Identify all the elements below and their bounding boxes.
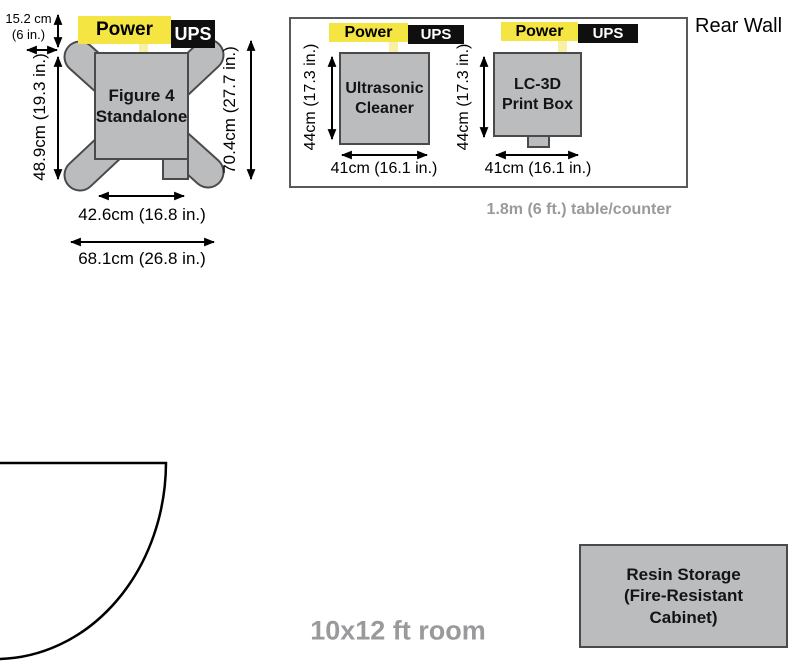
resin-storage-line1: Resin Storage bbox=[626, 565, 741, 585]
figure4-ups-badge: UPS bbox=[171, 20, 215, 48]
figure4-depth-label: 48.9cm (19.3 in.) bbox=[30, 53, 49, 181]
figure4-total-depth-label: 70.4cm (27.7 in.) bbox=[220, 46, 239, 174]
resin-storage-cabinet: Resin Storage (Fire-Resistant Cabinet) bbox=[579, 544, 788, 648]
cleaner-power-badge: Power bbox=[329, 23, 408, 42]
clearance-line1: 15.2 cm bbox=[5, 11, 52, 26]
figure4-power-cord bbox=[139, 40, 148, 54]
rear-wall-label: Rear Wall bbox=[695, 15, 783, 37]
cleaner-width-label: 41cm (16.1 in.) bbox=[330, 160, 438, 177]
table-counter-outline bbox=[289, 17, 688, 188]
figure4-label-line2: Standalone bbox=[95, 107, 188, 126]
printbox-label-line1: LC-3D bbox=[513, 75, 562, 93]
ultrasonic-cleaner-label: Ultrasonic Cleaner bbox=[345, 79, 423, 119]
cleaner-label-line1: Ultrasonic bbox=[345, 79, 424, 97]
figure4-width-label: 42.6cm (16.8 in.) bbox=[78, 205, 206, 224]
lc3d-print-box-label: LC-3D Print Box bbox=[502, 75, 573, 115]
figure4-total-width-label: 68.1cm (26.8 in.) bbox=[78, 249, 206, 268]
room-size-label: 10x12 ft room bbox=[310, 615, 486, 646]
printbox-height-label: 44cm (17.3 in.) bbox=[455, 43, 472, 151]
lc3d-print-box: LC-3D Print Box bbox=[493, 52, 582, 137]
cleaner-ups-badge: UPS bbox=[408, 25, 464, 44]
door-swing-arc bbox=[0, 461, 168, 661]
dimension-arrows bbox=[25, 13, 580, 247]
figure4-power-badge: Power bbox=[78, 16, 171, 44]
cleaner-label-line2: Cleaner bbox=[355, 99, 414, 117]
resin-storage-line2: (Fire-Resistant bbox=[623, 586, 744, 606]
figure4-label-line1: Figure 4 bbox=[108, 85, 175, 105]
ultrasonic-cleaner-box: Ultrasonic Cleaner bbox=[339, 52, 430, 145]
cleaner-power-cord bbox=[389, 39, 398, 54]
printbox-power-badge: Power bbox=[501, 22, 578, 41]
figure4-foot-tab bbox=[162, 158, 189, 180]
figure4-standalone-box: Figure 4 Standalone bbox=[94, 52, 189, 160]
printbox-label-line2: Print Box bbox=[501, 95, 574, 113]
clearance-line2: (6 in.) bbox=[11, 26, 46, 42]
printbox-power-cord bbox=[558, 39, 567, 54]
clearance-dimension-label: 15.2 cm (6 in.) bbox=[0, 11, 57, 42]
cleaner-height-label: 44cm (17.3 in.) bbox=[302, 43, 319, 151]
resin-storage-label: Resin Storage (Fire-Resistant Cabinet) bbox=[624, 564, 743, 628]
table-counter-caption: 1.8m (6 ft.) table/counter bbox=[486, 201, 672, 218]
printbox-ups-badge: UPS bbox=[578, 24, 638, 43]
figure4-label: Figure 4 Standalone bbox=[96, 85, 188, 128]
printbox-width-label: 41cm (16.1 in.) bbox=[484, 160, 592, 177]
resin-storage-line3: Cabinet) bbox=[649, 607, 718, 627]
